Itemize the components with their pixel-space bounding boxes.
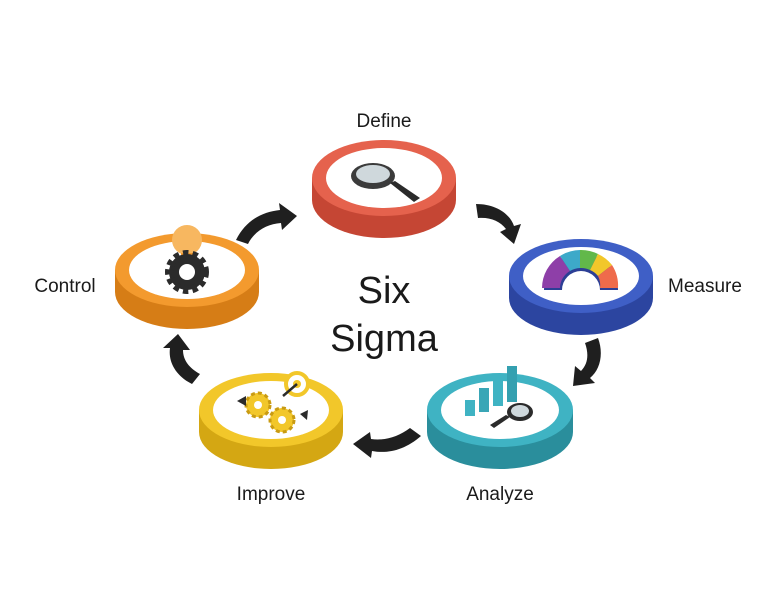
stage-define xyxy=(312,140,456,238)
gauge-icon xyxy=(542,249,619,290)
title-line-1: Six xyxy=(358,270,411,312)
arrow-define-to-measure xyxy=(476,204,521,244)
stage-analyze xyxy=(427,366,573,469)
gear-lightbulb-icon xyxy=(165,225,209,294)
gears-target-icon xyxy=(237,371,310,434)
stage-label-measure: Measure xyxy=(668,276,742,297)
stage-improve xyxy=(199,371,343,469)
stage-label-define: Define xyxy=(357,111,412,132)
magnifier-icon xyxy=(351,163,420,202)
arrow-control-to-define xyxy=(236,203,297,244)
arrow-analyze-to-improve xyxy=(353,428,421,458)
bar-chart-magnifier-icon xyxy=(465,366,533,428)
stage-label-improve: Improve xyxy=(237,484,306,505)
stage-measure xyxy=(509,239,653,335)
arrow-measure-to-analyze xyxy=(573,338,601,386)
stage-label-analyze: Analyze xyxy=(466,484,534,505)
stage-label-control: Control xyxy=(34,276,95,297)
title-line-2: Sigma xyxy=(330,318,439,360)
stage-control xyxy=(115,225,259,329)
arrow-improve-to-control xyxy=(163,334,200,384)
